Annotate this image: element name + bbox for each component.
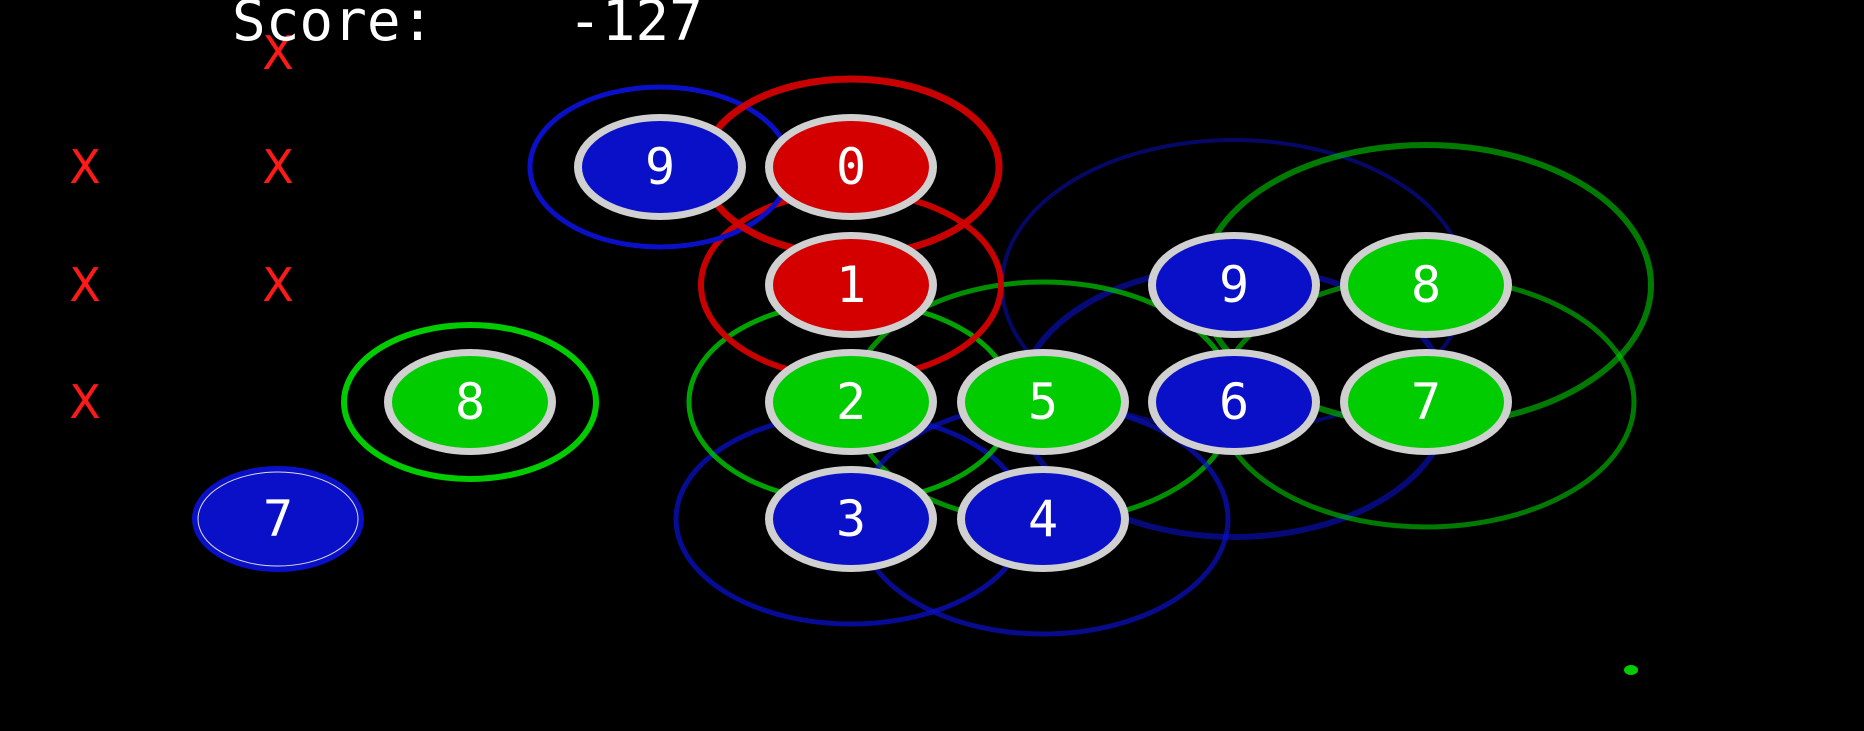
miss-mark: X: [69, 140, 101, 194]
token-number: 2: [836, 373, 866, 431]
queue-token-green-8[interactable]: 8: [341, 322, 599, 482]
token-face: [1348, 239, 1504, 331]
board-token-blue-9[interactable]: 9: [574, 114, 746, 220]
score-value: -127: [568, 0, 703, 54]
token-number: 4: [1028, 490, 1058, 548]
token-face: [773, 356, 929, 448]
miss-mark: X: [262, 140, 294, 194]
token-number: 9: [1219, 256, 1249, 314]
token-halo: [341, 322, 599, 482]
token-number: 8: [1411, 256, 1441, 314]
token-number: 6: [1219, 373, 1249, 431]
token-number: 9: [645, 138, 675, 196]
token-face: [1348, 356, 1504, 448]
token-face: [197, 471, 359, 567]
token-number: 7: [263, 490, 293, 548]
score-label: Score:: [232, 0, 434, 54]
token-number: 1: [836, 256, 866, 314]
status-indicator-dot: [1624, 665, 1638, 675]
board-token-red-0[interactable]: 0: [765, 114, 937, 220]
board-token-blue-9[interactable]: 9: [1148, 232, 1320, 338]
board-token-green-5[interactable]: 5: [957, 349, 1129, 455]
token-face: [965, 356, 1121, 448]
token-grid: 9 0 1 2 3 4 5 6 7 8 9 8 7: [192, 114, 1512, 572]
token-face: [1156, 356, 1312, 448]
board-token-green-7[interactable]: 7: [1340, 349, 1512, 455]
token-face: [1156, 239, 1312, 331]
board-token-green-8[interactable]: 8: [1340, 232, 1512, 338]
miss-mark: X: [262, 258, 294, 312]
board-token-blue-3[interactable]: 3: [765, 466, 937, 572]
token-face: [773, 473, 929, 565]
token-face: [965, 473, 1121, 565]
board-token-green-2[interactable]: 2: [765, 349, 937, 455]
board-token-blue-6[interactable]: 6: [1148, 349, 1320, 455]
token-number: 3: [836, 490, 866, 548]
token-face: [582, 121, 738, 213]
miss-mark: X: [69, 258, 101, 312]
board-token-red-1[interactable]: 1: [765, 232, 937, 338]
token-number: 7: [1411, 373, 1441, 431]
miss-markers: X X X X X X: [69, 26, 294, 429]
token-number: 0: [836, 138, 866, 196]
token-number: 8: [455, 373, 485, 431]
miss-mark: X: [262, 26, 294, 80]
token-face: [773, 239, 929, 331]
queue-token-blue-7[interactable]: 7: [192, 466, 364, 572]
token-face: [392, 356, 548, 448]
board-token-blue-4[interactable]: 4: [957, 466, 1129, 572]
token-number: 5: [1028, 373, 1058, 431]
token-face: [773, 121, 929, 213]
miss-mark: X: [69, 375, 101, 429]
